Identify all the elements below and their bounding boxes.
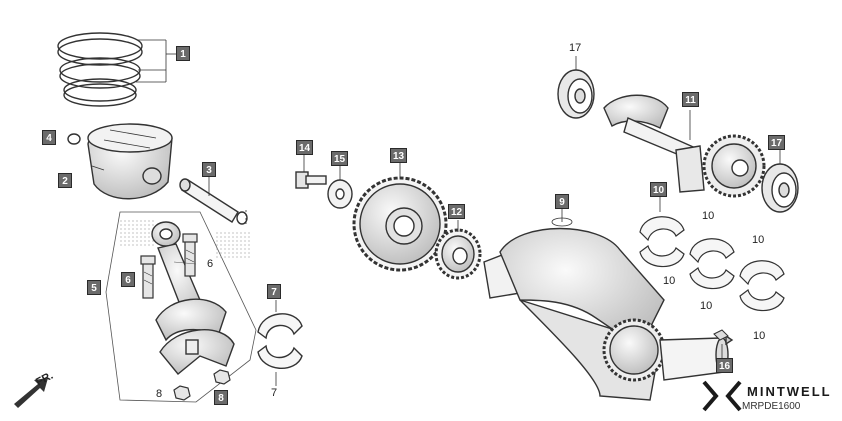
balancer-shaft	[603, 94, 766, 198]
bearing-right	[761, 150, 799, 213]
woodruff-key	[713, 329, 729, 358]
main-bearings	[639, 196, 785, 312]
crankshaft	[483, 208, 734, 401]
label-10-e: 10	[753, 330, 766, 342]
callout-15: 15	[331, 151, 348, 166]
callout-4: 4	[42, 130, 56, 145]
callout-14: 14	[296, 140, 313, 155]
piston-pin	[179, 176, 248, 226]
label-8: 8	[156, 388, 163, 400]
callout-9: 9	[555, 194, 569, 209]
callout-11: 11	[682, 92, 699, 107]
callout-8: 8	[214, 390, 228, 405]
flange-bolt	[295, 154, 327, 189]
label-10-b: 10	[702, 210, 715, 222]
callout-12: 12	[448, 204, 465, 219]
small-gear	[434, 220, 482, 280]
callout-1: 1	[176, 46, 190, 61]
callout-16: 16	[716, 358, 733, 373]
bearing-upper	[557, 56, 595, 119]
front-arrow-icon	[14, 378, 48, 408]
label-10-d: 10	[752, 234, 765, 246]
circlip-left	[67, 133, 81, 145]
label-17: 17	[569, 42, 582, 54]
callout-13: 13	[390, 148, 407, 163]
callout-17: 17	[768, 135, 785, 150]
primary-drive-gear	[352, 162, 448, 272]
brand-logo-icon	[702, 380, 742, 412]
conrod-bearings	[257, 300, 303, 386]
piston	[87, 123, 173, 200]
label-7: 7	[271, 387, 278, 399]
callout-7: 7	[267, 284, 281, 299]
label-6: 6	[207, 258, 214, 270]
callout-2: 2	[58, 173, 72, 188]
label-10-a: 10	[663, 275, 676, 287]
callout-10: 10	[650, 182, 667, 197]
piston-rings	[57, 32, 176, 107]
label-10-c: 10	[700, 300, 713, 312]
connecting-rod-group	[105, 211, 257, 403]
brand-name: MINTWELL	[747, 384, 832, 399]
callout-5: 5	[87, 280, 101, 295]
callout-6: 6	[121, 272, 135, 287]
washer	[327, 166, 353, 209]
drawing-code: MRPDE1600	[742, 401, 801, 412]
callout-3: 3	[202, 162, 216, 177]
